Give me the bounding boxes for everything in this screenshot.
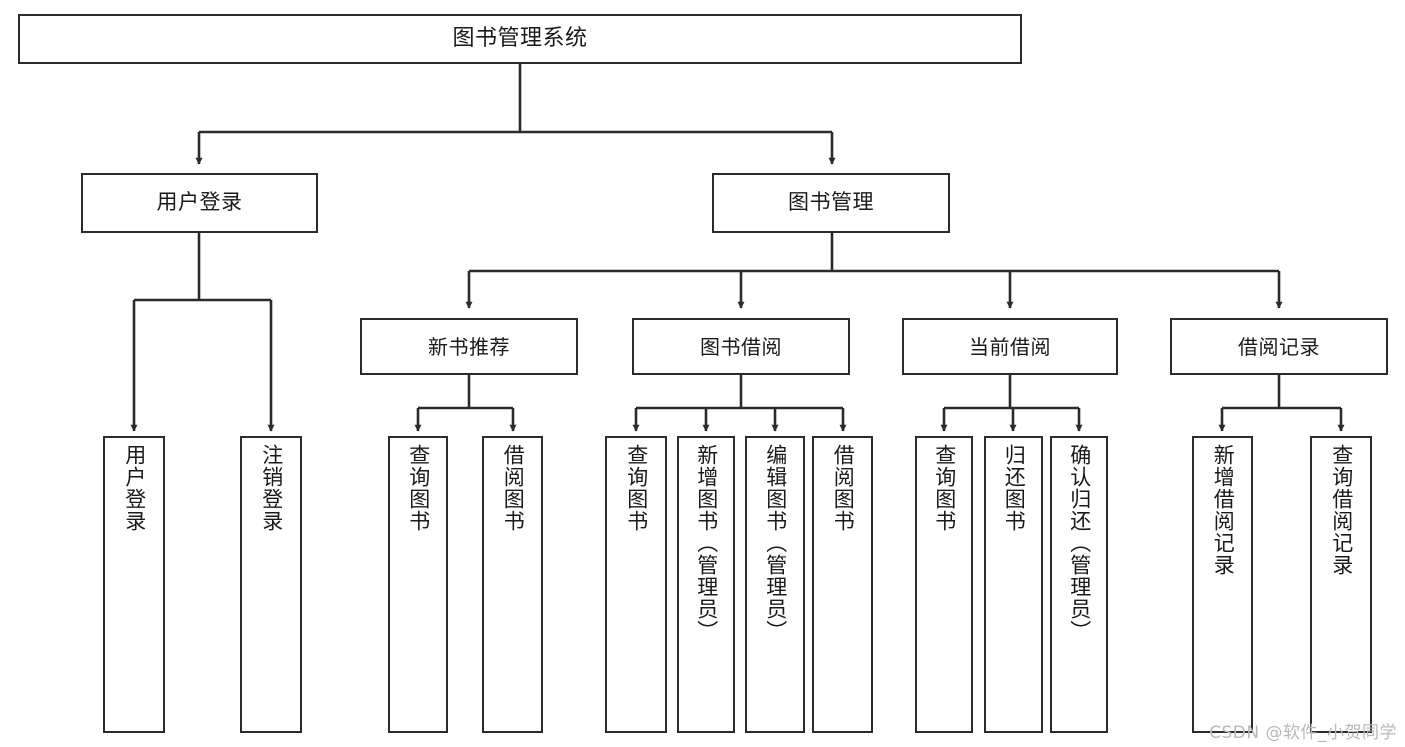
watermark-text: CSDN @软件_小贺同学 bbox=[1209, 723, 1397, 743]
node-label: 新增图书（管理员） bbox=[694, 444, 719, 642]
node-leaf-borrow-book-1[interactable]: 借阅图书 bbox=[482, 436, 543, 733]
node-label: 图书管理 bbox=[788, 190, 874, 215]
node-label: 借阅记录 bbox=[1238, 334, 1320, 359]
node-leaf-query-borrow-record[interactable]: 查询借阅记录 bbox=[1310, 436, 1372, 733]
node-leaf-confirm-return[interactable]: 确认归还（管理员） bbox=[1050, 436, 1108, 733]
node-label: 图书管理系统 bbox=[452, 25, 588, 51]
node-leaf-add-book[interactable]: 新增图书（管理员） bbox=[677, 436, 735, 733]
node-new-book-recommend[interactable]: 新书推荐 bbox=[360, 318, 578, 375]
node-label: 借阅图书 bbox=[831, 444, 856, 532]
node-label: 用户登录 bbox=[156, 190, 243, 215]
node-leaf-user-login[interactable]: 用户登录 bbox=[103, 436, 165, 733]
node-label: 图书借阅 bbox=[700, 334, 782, 359]
node-label: 查询借阅记录 bbox=[1329, 444, 1354, 576]
node-label: 用户登录 bbox=[122, 444, 147, 532]
node-label: 当前借阅 bbox=[969, 334, 1051, 359]
node-leaf-return-book[interactable]: 归还图书 bbox=[984, 436, 1043, 733]
node-user-login[interactable]: 用户登录 bbox=[81, 173, 318, 233]
node-label: 编辑图书（管理员） bbox=[763, 444, 788, 642]
node-label: 查询图书 bbox=[932, 444, 957, 532]
node-leaf-borrow-book-2[interactable]: 借阅图书 bbox=[812, 436, 873, 733]
node-label: 确认归还（管理员） bbox=[1067, 444, 1092, 642]
node-leaf-edit-book[interactable]: 编辑图书（管理员） bbox=[745, 436, 805, 733]
node-label: 借阅图书 bbox=[501, 444, 526, 532]
node-label: 注销登录 bbox=[259, 444, 284, 532]
node-leaf-add-borrow-record[interactable]: 新增借阅记录 bbox=[1192, 436, 1253, 733]
node-leaf-query-book-2[interactable]: 查询图书 bbox=[605, 436, 667, 733]
node-book-management[interactable]: 图书管理 bbox=[712, 173, 950, 233]
node-label: 查询图书 bbox=[624, 444, 649, 532]
node-leaf-query-book-3[interactable]: 查询图书 bbox=[915, 436, 973, 733]
node-label: 新增借阅记录 bbox=[1211, 444, 1236, 576]
node-book-management-system[interactable]: 图书管理系统 bbox=[18, 14, 1022, 64]
node-leaf-logout-login[interactable]: 注销登录 bbox=[240, 436, 302, 733]
node-label: 归还图书 bbox=[1002, 444, 1027, 532]
node-book-borrow[interactable]: 图书借阅 bbox=[632, 318, 850, 375]
node-current-borrow[interactable]: 当前借阅 bbox=[902, 318, 1118, 375]
node-leaf-query-book-1[interactable]: 查询图书 bbox=[388, 436, 448, 733]
node-label: 新书推荐 bbox=[428, 334, 510, 359]
node-borrow-record[interactable]: 借阅记录 bbox=[1170, 318, 1388, 375]
node-label: 查询图书 bbox=[406, 444, 431, 532]
